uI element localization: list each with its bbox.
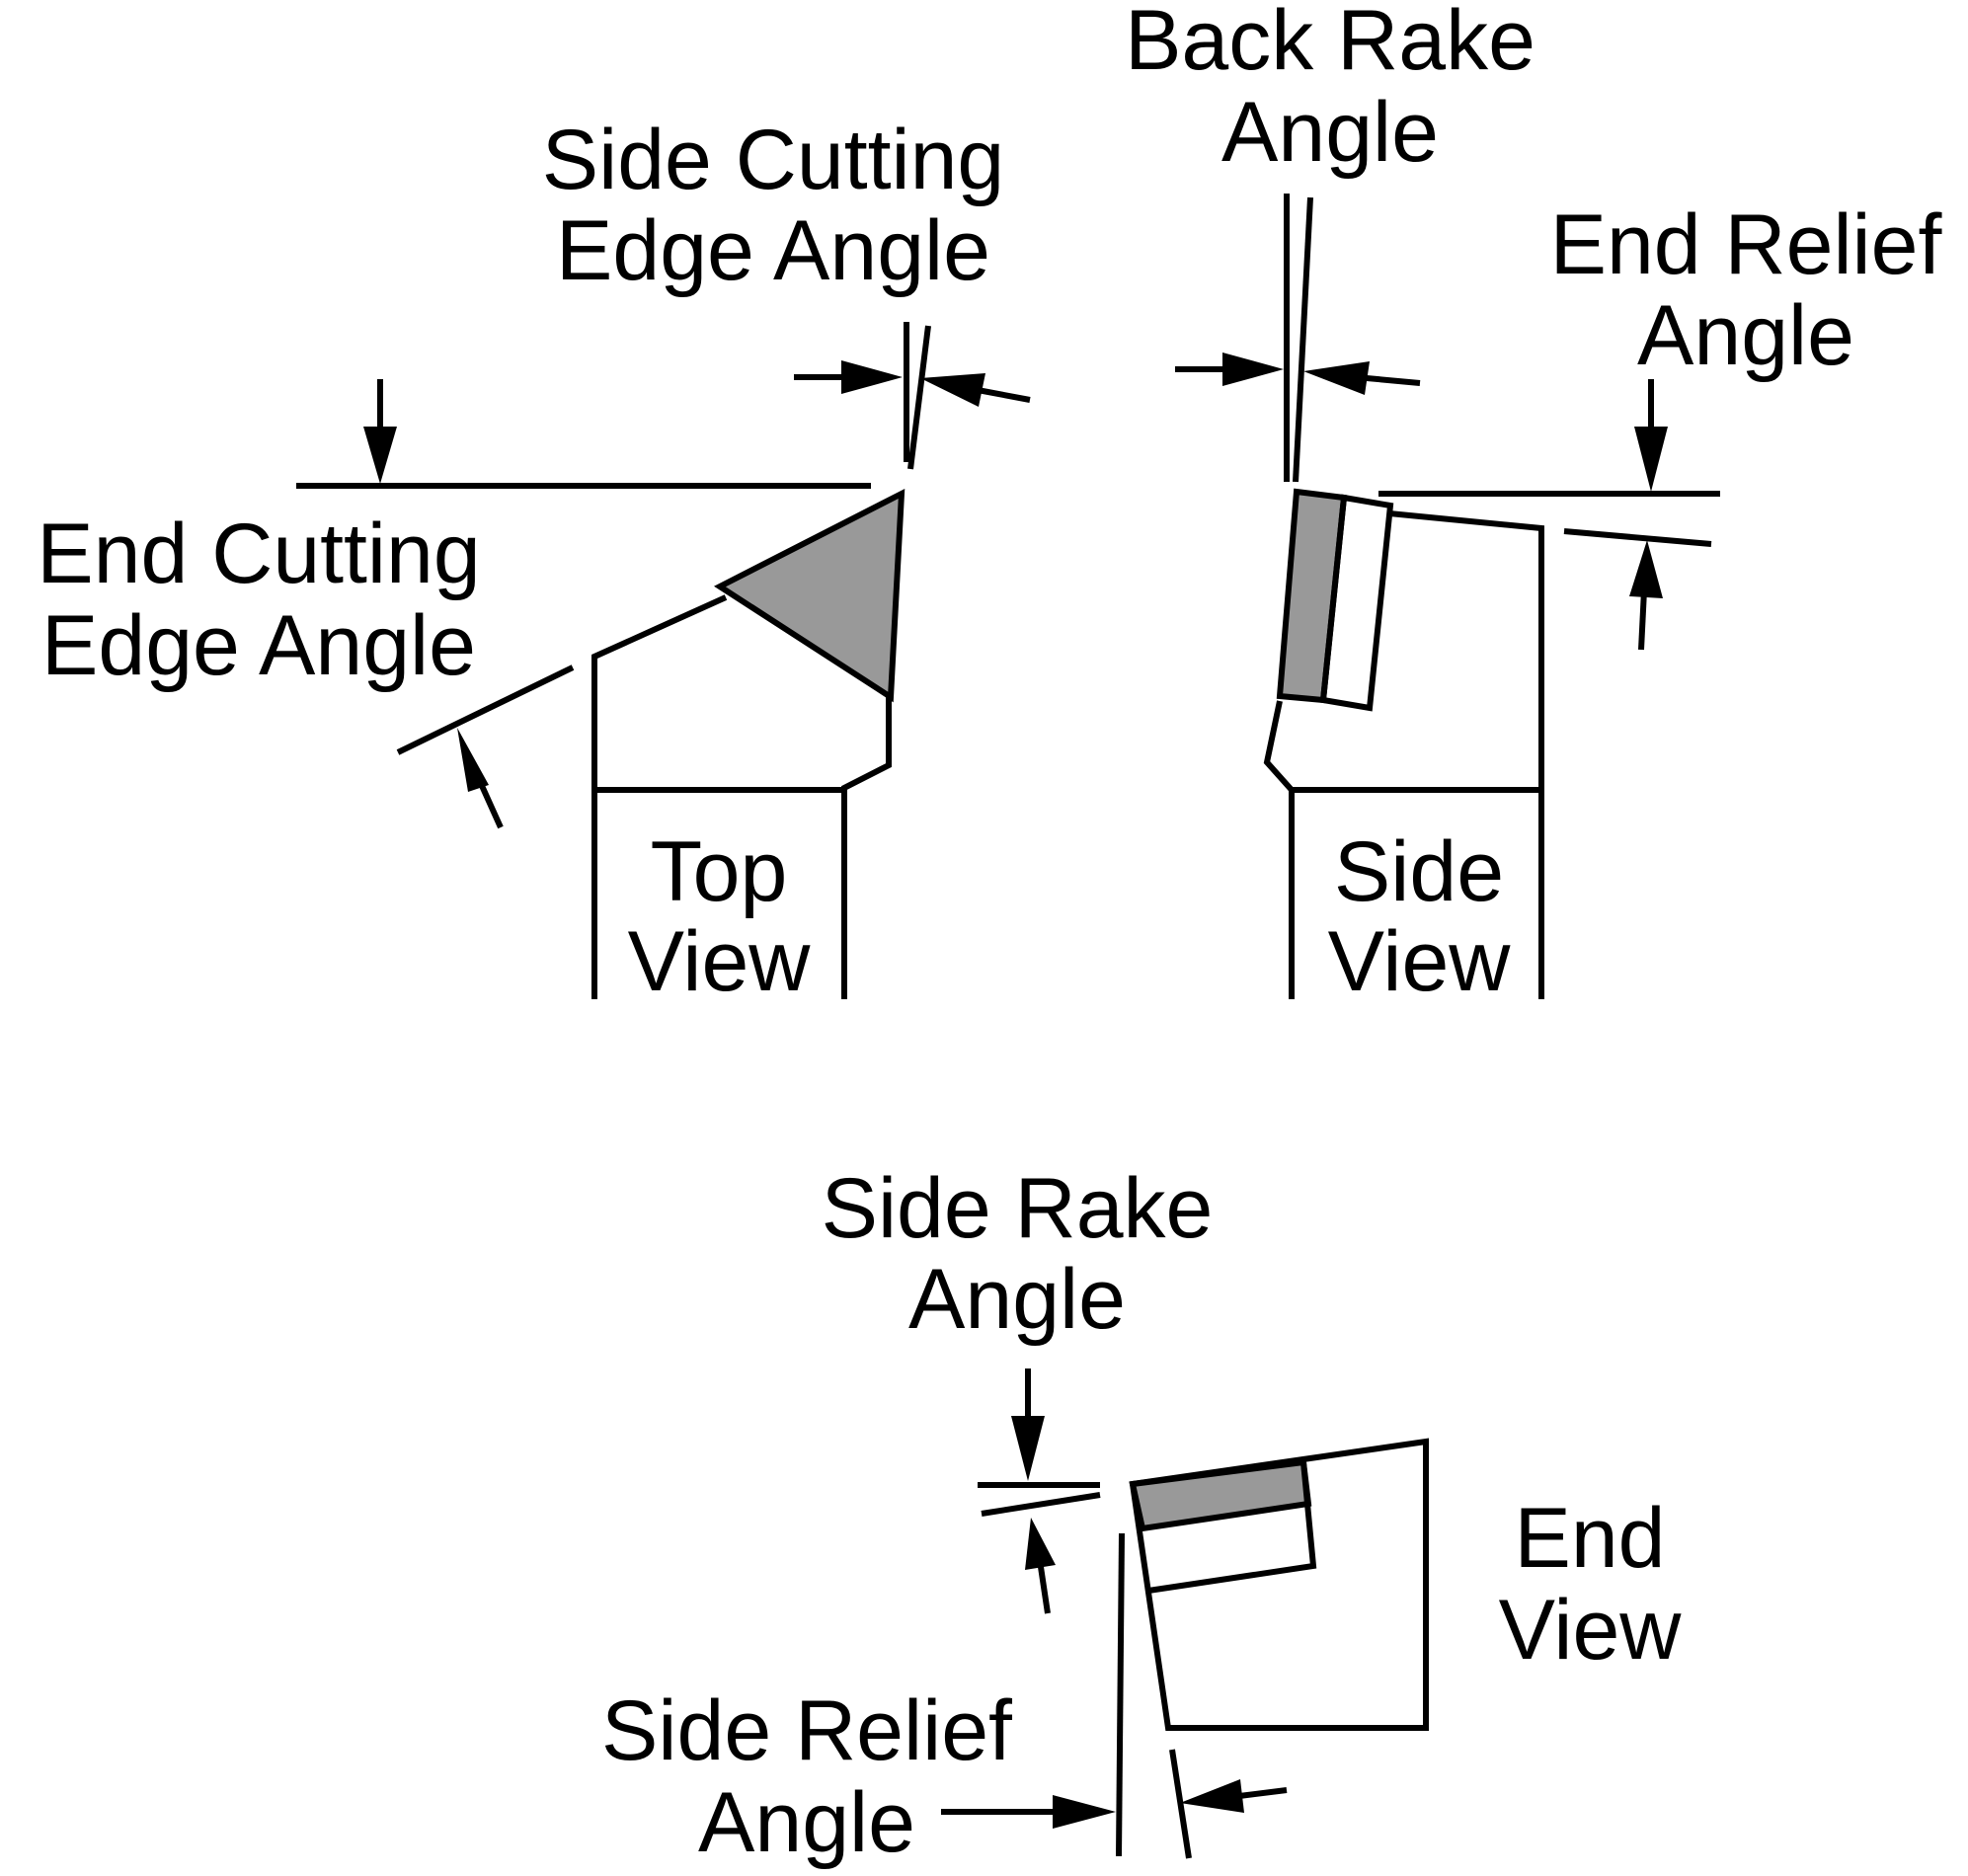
end-view xyxy=(941,1368,1429,1859)
label-end-view-line2: View xyxy=(1499,1583,1683,1678)
end-relief-down-arrowhead xyxy=(1634,427,1668,492)
back-rake-right-arrow-shaft xyxy=(1366,375,1421,386)
top-view xyxy=(296,322,1031,999)
side-view-tool-body xyxy=(1263,700,1295,999)
label-top-view: Top View xyxy=(628,824,812,1009)
side-relief-slant-line xyxy=(1169,1749,1192,1859)
top-view-insert xyxy=(714,488,905,703)
side-relief-vertical-line xyxy=(1116,1532,1125,1857)
back-rake-slant-line xyxy=(1293,196,1313,483)
label-end-relief-angle-line2: Angle xyxy=(1637,288,1854,383)
label-side-cutting-edge-angle: Side Cutting Edge Angle xyxy=(542,113,1005,298)
label-end-relief-angle-line1: End Relief xyxy=(1550,197,1943,292)
end-cutting-edge-slope-line xyxy=(396,664,575,755)
end-view-tool-body xyxy=(1129,1438,1429,1731)
side-view-shim xyxy=(1319,494,1394,712)
label-end-cutting-edge-angle-line2: Edge Angle xyxy=(41,598,476,693)
top-view-tool-body xyxy=(591,594,728,999)
side-rake-down-arrowhead xyxy=(1011,1416,1045,1481)
back-rake-left-arrowhead xyxy=(1222,352,1284,386)
back-rake-right-arrowhead xyxy=(1303,361,1370,395)
label-side-view-line1: Side xyxy=(1334,824,1504,919)
label-side-relief-angle: Side Relief Angle xyxy=(601,1683,1013,1870)
side-cutting-edge-left-arrowhead xyxy=(841,360,903,394)
side-cutting-edge-slant-line xyxy=(907,325,931,470)
label-end-cutting-edge-angle-line1: End Cutting xyxy=(37,507,480,601)
end-relief-up-arrow-shaft xyxy=(1638,589,1647,651)
end-relief-up-arrowhead xyxy=(1629,540,1663,598)
label-side-view-line2: View xyxy=(1328,914,1512,1009)
label-top-view-line1: Top xyxy=(651,824,788,919)
side-rake-up-arrowhead xyxy=(1025,1518,1056,1570)
label-end-view-line1: End xyxy=(1514,1491,1665,1586)
side-relief-right-arrow-shaft xyxy=(1238,1787,1288,1799)
label-side-relief-angle-line1: Side Relief xyxy=(601,1683,1013,1778)
label-end-view: End View xyxy=(1499,1491,1683,1678)
side-relief-right-arrowhead xyxy=(1180,1779,1244,1813)
label-side-rake-angle: Side Rake Angle xyxy=(822,1161,1214,1347)
label-side-view: Side View xyxy=(1328,824,1512,1009)
side-rake-slope-line xyxy=(981,1492,1101,1517)
end-view-shim xyxy=(1147,1461,1317,1594)
side-cutting-edge-right-arrow-shaft xyxy=(977,387,1031,403)
label-side-rake-angle-line1: Side Rake xyxy=(822,1161,1214,1256)
label-end-cutting-edge-angle: End Cutting Edge Angle xyxy=(37,507,480,693)
side-rake-up-arrow-shaft xyxy=(1038,1566,1051,1614)
label-back-rake-angle-line1: Back Rake xyxy=(1125,0,1535,88)
end-view-insert xyxy=(1129,1458,1312,1532)
label-side-rake-angle-line2: Angle xyxy=(908,1252,1126,1347)
end-relief-slope-line xyxy=(1563,528,1712,547)
side-cutting-edge-right-arrowhead xyxy=(920,373,985,407)
label-top-view-line2: View xyxy=(628,914,812,1009)
label-back-rake-angle: Back Rake Angle xyxy=(1125,0,1535,180)
top-view-tool-body-right xyxy=(841,696,892,999)
label-side-cutting-edge-angle-line1: Side Cutting xyxy=(542,113,1005,207)
label-side-relief-angle-line2: Angle xyxy=(698,1775,915,1870)
side-relief-left-arrowhead xyxy=(1053,1795,1116,1829)
label-side-cutting-edge-angle-line2: Edge Angle xyxy=(556,203,990,298)
label-end-relief-angle: End Relief Angle xyxy=(1550,197,1943,383)
side-view xyxy=(1175,194,1720,999)
label-back-rake-angle-line2: Angle xyxy=(1221,85,1439,180)
side-view-tool-body-right xyxy=(1388,510,1544,999)
end-cutting-edge-up-arrowhead xyxy=(457,728,489,792)
end-cutting-edge-down-arrowhead xyxy=(363,427,397,484)
